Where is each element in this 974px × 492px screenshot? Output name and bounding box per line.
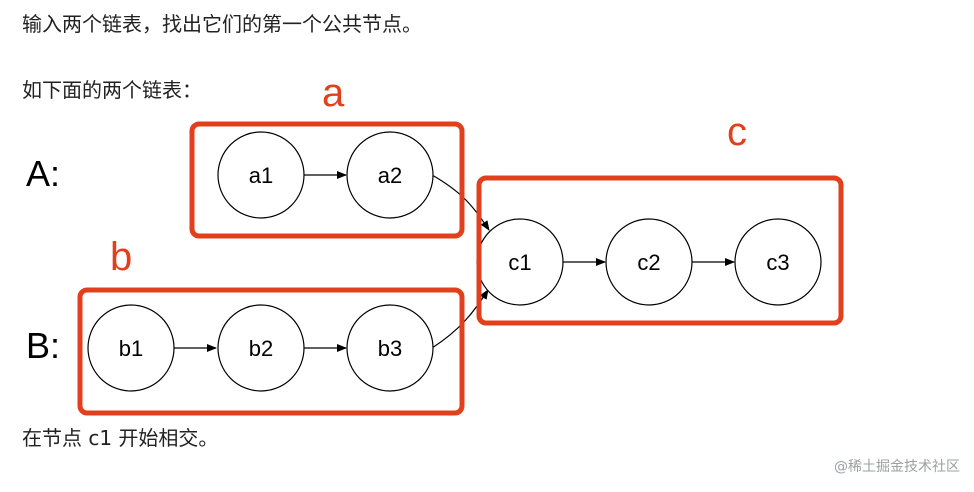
node-c3-label: c3 xyxy=(766,250,789,275)
group-a-label: a xyxy=(322,71,345,115)
node-b2: b2 xyxy=(217,304,305,392)
group-c-box xyxy=(476,175,844,326)
node-a2: a2 xyxy=(346,131,434,219)
node-c2: c2 xyxy=(605,218,693,306)
group-b-box xyxy=(77,287,465,416)
node-b2-label: b2 xyxy=(249,336,273,361)
node-b3-label: b3 xyxy=(378,336,402,361)
intro-text: 输入两个链表，找出它们的第一个公共节点。 xyxy=(22,12,422,36)
group-b-label: b xyxy=(110,235,132,279)
node-c2-label: c2 xyxy=(637,250,660,275)
group-c-label: c xyxy=(727,110,747,154)
node-c1-label: c1 xyxy=(508,250,531,275)
node-a2-label: a2 xyxy=(378,163,402,188)
list-b-label: B: xyxy=(26,325,60,366)
example-text: 如下面的两个链表： xyxy=(22,78,202,102)
node-c3: c3 xyxy=(734,218,822,306)
node-b3: b3 xyxy=(346,304,434,392)
edge-b3-c1 xyxy=(431,289,489,349)
node-a1: a1 xyxy=(217,131,305,219)
node-b1: b1 xyxy=(87,304,175,392)
node-a1-label: a1 xyxy=(249,163,273,188)
group-a-box xyxy=(189,121,465,239)
result-text: 在节点 c1 开始相交。 xyxy=(22,426,219,450)
list-a-label: A: xyxy=(26,153,60,194)
edge-a2-c1 xyxy=(431,174,490,231)
watermark: @稀土掘金技术社区 xyxy=(834,459,960,475)
node-b1-label: b1 xyxy=(119,336,143,361)
node-c1: c1 xyxy=(476,218,564,306)
